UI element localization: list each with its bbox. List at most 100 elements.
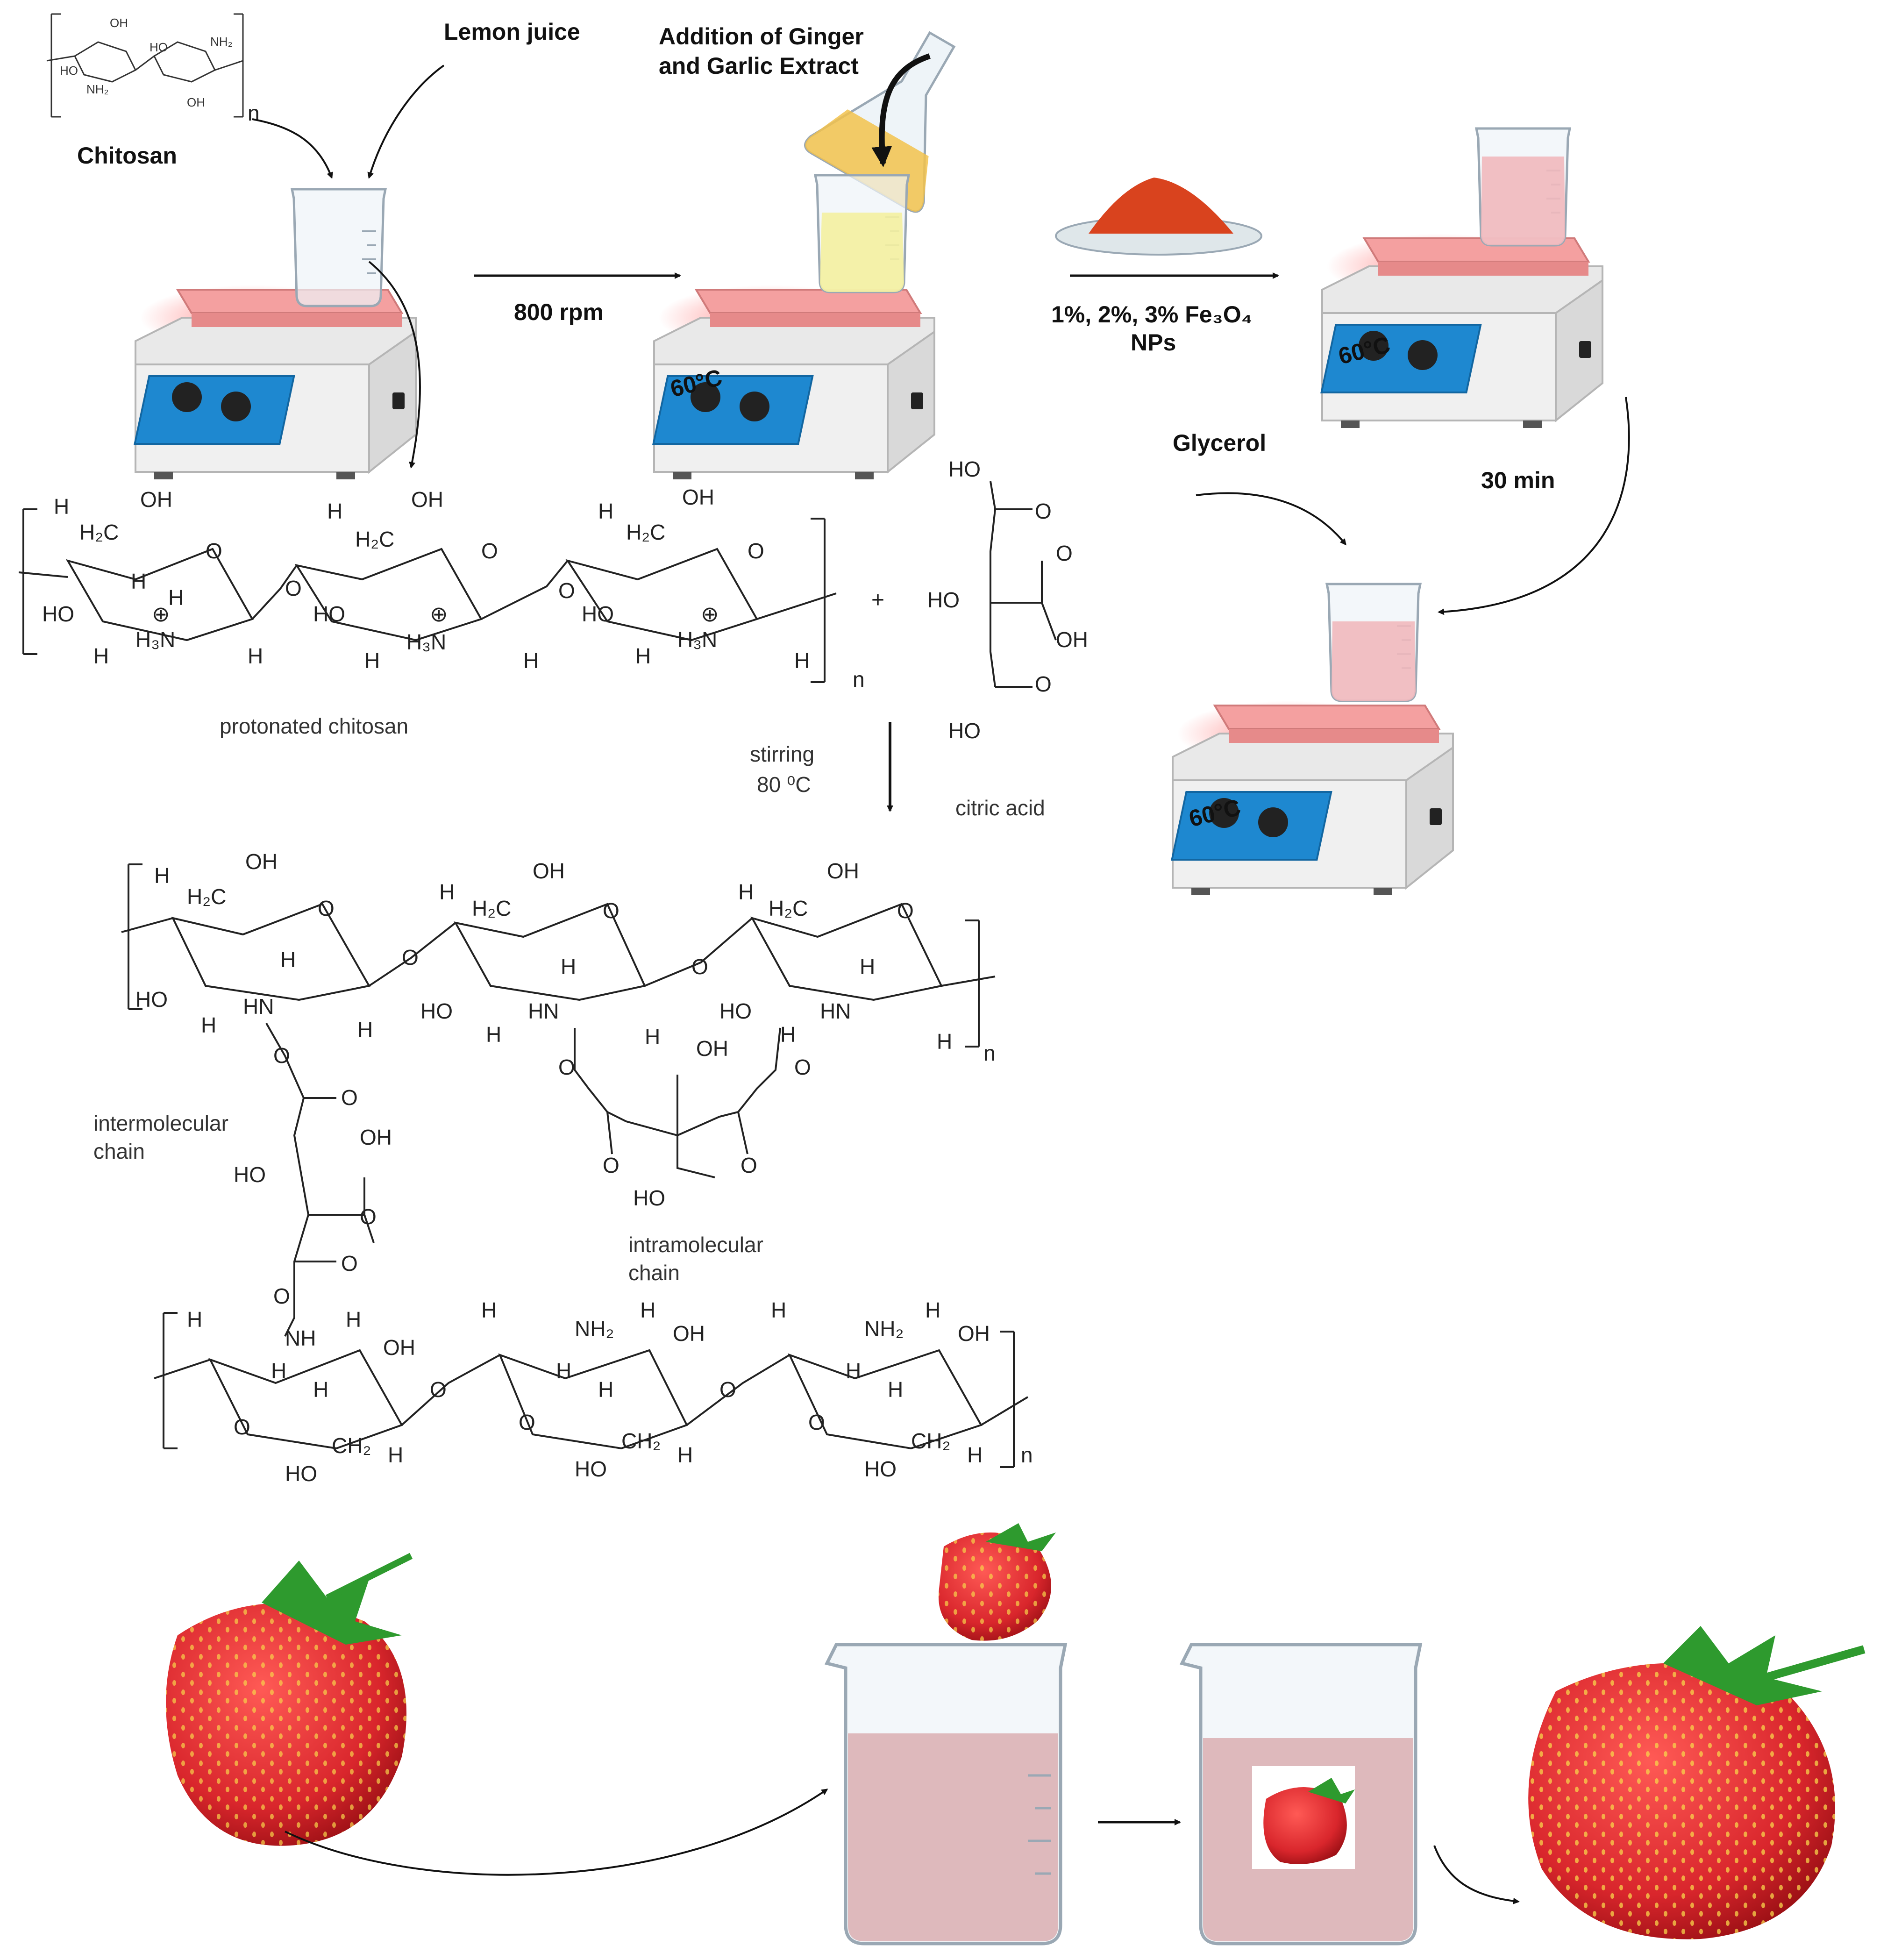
svg-text:HO: HO	[135, 987, 168, 1012]
svg-text:O: O	[519, 1410, 535, 1434]
svg-text:NH₂: NH₂	[86, 82, 109, 96]
svg-text:OH: OH	[360, 1125, 392, 1149]
np-label-line1: 1%, 2%, 3% Fe₃O₄	[1051, 301, 1252, 328]
svg-text:H: H	[93, 644, 109, 668]
svg-text:OH: OH	[682, 485, 714, 509]
stirring-label-line1: stirring	[750, 742, 814, 766]
svg-text:HO: HO	[948, 719, 981, 743]
intermolecular-label-line1: intermolecular	[93, 1111, 228, 1135]
svg-text:H: H	[635, 644, 651, 668]
structure-arrow	[368, 261, 421, 469]
svg-text:H: H	[598, 499, 613, 523]
beaker-3	[1476, 128, 1570, 245]
svg-text:OH: OH	[187, 95, 205, 109]
svg-text:HN: HN	[243, 994, 274, 1019]
svg-text:O: O	[719, 1377, 736, 1402]
svg-text:HO: HO	[927, 588, 960, 612]
svg-text:H: H	[561, 955, 576, 979]
svg-text:HO: HO	[948, 457, 981, 481]
svg-text:H: H	[556, 1359, 571, 1383]
svg-text:OH: OH	[110, 16, 128, 30]
beaker-4	[1327, 584, 1420, 701]
chitosan-arrow	[252, 118, 333, 179]
svg-text:OH: OH	[383, 1335, 415, 1360]
chitosan-label: Chitosan	[77, 143, 177, 169]
svg-text:CH₂: CH₂	[332, 1433, 371, 1458]
svg-text:H: H	[846, 1359, 861, 1383]
svg-text:H: H	[967, 1443, 983, 1467]
svg-text:O: O	[558, 1055, 575, 1079]
protonated-chitosan-label: protonated chitosan	[220, 714, 408, 738]
addition-label-line2: and Garlic Extract	[659, 53, 859, 79]
svg-text:HO: HO	[234, 1162, 266, 1187]
svg-text:HN: HN	[820, 999, 851, 1023]
svg-text:O: O	[748, 539, 764, 563]
svg-text:OH: OH	[673, 1321, 705, 1346]
stirrer-1	[134, 284, 417, 480]
coating-beaker-1	[824, 1643, 1068, 1946]
svg-text:O: O	[794, 1055, 811, 1079]
svg-text:O: O	[481, 539, 498, 563]
svg-text:H: H	[439, 880, 455, 904]
svg-text:H: H	[645, 1025, 660, 1049]
intramolecular-label-line1: intramolecular	[628, 1233, 763, 1257]
flask-arrow	[871, 53, 931, 167]
svg-text:HO: HO	[285, 1461, 317, 1486]
svg-text:NH: NH	[285, 1326, 316, 1350]
svg-text:H: H	[598, 1377, 613, 1402]
svg-text:OH: OH	[1056, 627, 1088, 652]
stirrer-3	[1320, 233, 1603, 429]
svg-text:O: O	[206, 539, 222, 563]
svg-text:HO: HO	[864, 1457, 897, 1481]
svg-text:H: H	[925, 1298, 940, 1322]
svg-text:HO: HO	[313, 602, 345, 626]
svg-text:O: O	[603, 898, 620, 923]
intermolecular-label-line2: chain	[93, 1139, 145, 1163]
chitosan-structure-small: OH NH₂ NH₂ OH HO HO n	[46, 13, 260, 125]
strawberry-coated	[1528, 1626, 1866, 1939]
svg-text:⊕: ⊕	[701, 602, 719, 626]
svg-text:O: O	[558, 578, 575, 603]
coated-arrow	[1433, 1845, 1520, 1904]
svg-text:HO: HO	[719, 999, 752, 1023]
svg-text:O: O	[1035, 672, 1052, 696]
svg-text:H₂C: H₂C	[626, 520, 665, 544]
svg-text:H: H	[131, 569, 146, 593]
svg-text:⊕: ⊕	[152, 602, 170, 626]
svg-text:H: H	[481, 1298, 497, 1322]
stirring-label-line2: 80 ⁰C	[757, 772, 811, 797]
svg-text:O: O	[273, 1284, 290, 1308]
svg-text:H: H	[738, 880, 754, 904]
svg-text:O: O	[897, 898, 914, 923]
svg-text:H: H	[187, 1307, 202, 1332]
crosslinked-chitosan-labels: H H₂C OH O HO H HN H H O H H₂C OH O HO H…	[135, 849, 1033, 1486]
svg-text:HN: HN	[528, 999, 559, 1023]
svg-text:H: H	[523, 649, 539, 673]
svg-text:O: O	[1035, 499, 1052, 523]
glycerol-label: Glycerol	[1173, 430, 1266, 456]
svg-text:H: H	[771, 1298, 786, 1322]
svg-text:n: n	[1021, 1443, 1033, 1467]
svg-text:NH₂: NH₂	[575, 1317, 614, 1341]
svg-text:O: O	[430, 1377, 447, 1402]
svg-text:H: H	[346, 1307, 361, 1332]
svg-text:H₂C: H₂C	[769, 896, 808, 920]
svg-text:O: O	[402, 945, 419, 969]
svg-text:O: O	[691, 955, 708, 979]
svg-text:O: O	[285, 576, 302, 600]
svg-text:n: n	[853, 667, 865, 691]
lemon-juice-label: Lemon juice	[444, 19, 580, 45]
svg-text:O: O	[1056, 541, 1073, 565]
plus-sign: +	[871, 588, 884, 613]
svg-text:HO: HO	[150, 40, 168, 54]
svg-text:CH₂: CH₂	[621, 1429, 661, 1453]
svg-text:⊕: ⊕	[430, 602, 448, 626]
beaker-1	[292, 189, 385, 306]
svg-text:H: H	[327, 499, 342, 523]
svg-text:H: H	[860, 955, 875, 979]
svg-text:O: O	[234, 1415, 250, 1439]
svg-text:H: H	[201, 1013, 216, 1037]
protonated-chitosan-structure	[18, 508, 837, 683]
